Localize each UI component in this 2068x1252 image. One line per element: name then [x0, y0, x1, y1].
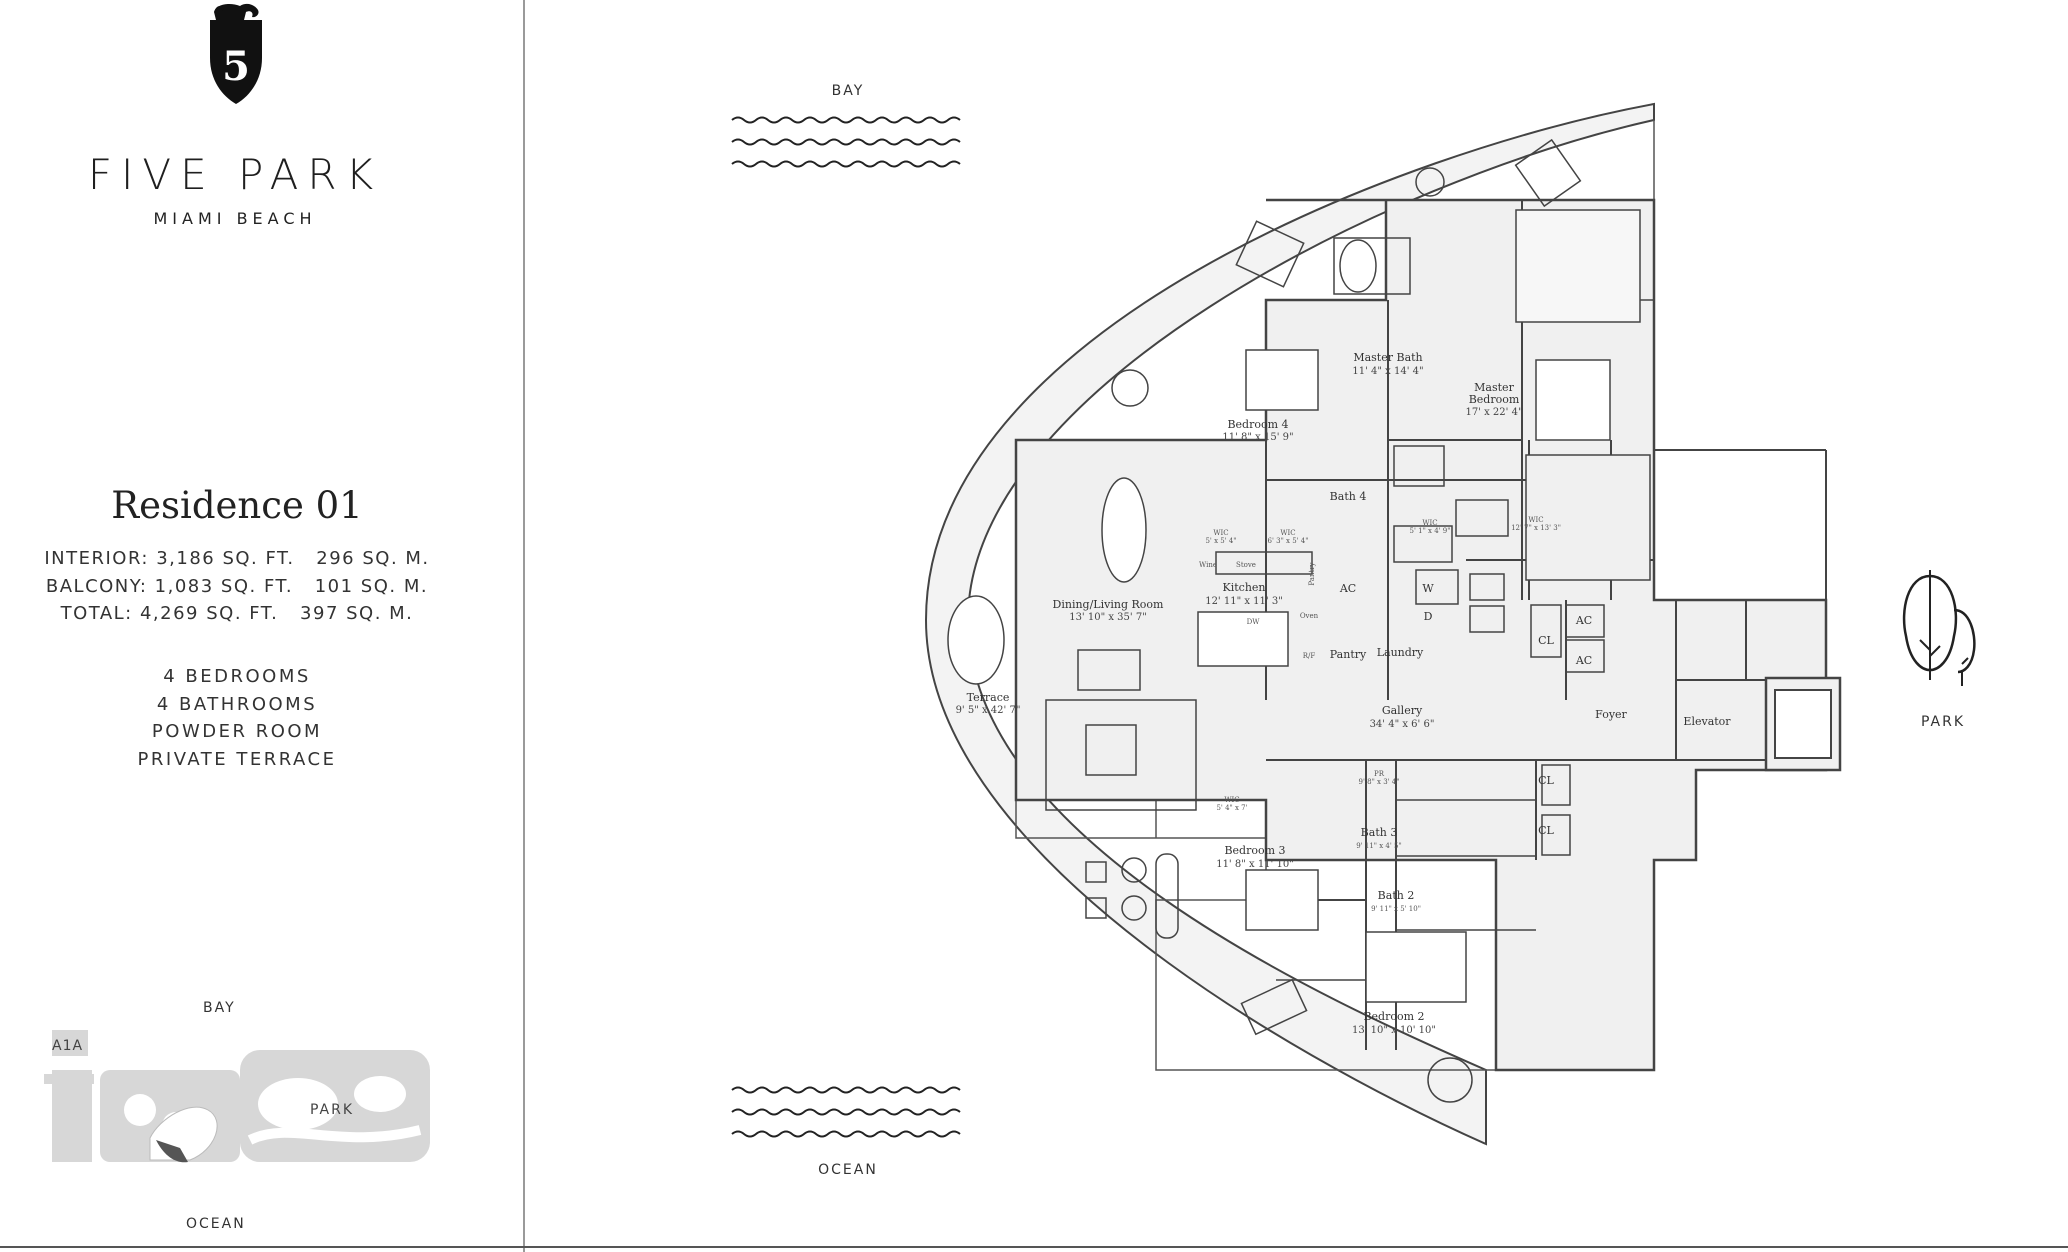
- park-label: PARK: [1921, 714, 1965, 730]
- bedroom2-dims: 13' 10" x 10' 10": [1352, 1025, 1436, 1036]
- feature-bathrooms: 4 BATHROOMS: [156, 693, 318, 715]
- bedroom3-label: Bedroom 3: [1224, 844, 1285, 857]
- stove-label: Stove: [1236, 561, 1256, 569]
- wic-b-dims: 6' 3" x 5' 4": [1268, 537, 1309, 545]
- wic-a-label: WIC: [1213, 529, 1228, 537]
- site-key-map: A1A PARK: [40, 1030, 440, 1170]
- master-bedroom-dims: 17' x 22' 4": [1465, 407, 1522, 418]
- pr-dims: 9' 8" x 3' 4": [1359, 778, 1400, 786]
- laundry-label: Laundry: [1377, 646, 1424, 659]
- oven-label: Oven: [1300, 612, 1319, 620]
- brand-name: FIVE PARK: [87, 150, 383, 199]
- w-label: W: [1422, 582, 1434, 595]
- wic-master-label: WIC: [1528, 516, 1543, 524]
- keymap-bay-label: BAY: [203, 1000, 236, 1016]
- bath3-label: Bath 3: [1361, 826, 1398, 839]
- wic-master-dims: 12' 7" x 13' 3": [1511, 524, 1561, 532]
- master-bath-label: Master Bath: [1353, 351, 1422, 364]
- wic-b3-dims: 5' 4" x 7': [1216, 804, 1247, 812]
- bedroom2-label: Bedroom 2: [1363, 1010, 1424, 1023]
- area-summary: INTERIOR: 3,186 SQ. FT. 296 SQ. M. BALCO…: [0, 545, 474, 628]
- bedroom4-label: Bedroom 4: [1227, 418, 1288, 431]
- wic-c-dims: 5' 1" x 4' 9": [1410, 527, 1451, 535]
- elephant-shield-icon: 5: [196, 0, 276, 110]
- wic-a-dims: 5' x 5' 4": [1205, 537, 1236, 545]
- cl-label-2: CL: [1538, 774, 1554, 787]
- residence-title: Residence 01: [111, 484, 363, 527]
- area-interior: INTERIOR: 3,186 SQ. FT. 296 SQ. M.: [44, 548, 430, 569]
- ocean-waves-icon: [731, 1086, 961, 1138]
- wic-b3-label: WIC: [1224, 796, 1239, 804]
- wic-b-label: WIC: [1280, 529, 1295, 537]
- floor-plan: [924, 102, 1842, 1146]
- feature-terrace: PRIVATE TERRACE: [137, 748, 337, 770]
- bay-label: BAY: [832, 83, 865, 99]
- cl-label-3: CL: [1538, 824, 1554, 837]
- pr-label: PR: [1374, 770, 1385, 778]
- ac-label-3: AC: [1575, 654, 1592, 667]
- bath4-label: Bath 4: [1330, 490, 1367, 503]
- keymap-road-label: A1A: [52, 1038, 83, 1054]
- area-total: TOTAL: 4,269 SQ. FT. 397 SQ. M.: [60, 603, 414, 624]
- gallery-label: Gallery: [1382, 704, 1423, 717]
- wic-c-label: WIC: [1422, 519, 1437, 527]
- tree-icon: [1902, 570, 1976, 686]
- wine-label: Wine: [1199, 561, 1217, 569]
- master-bedroom-label-1: Master: [1474, 381, 1514, 394]
- d-label: D: [1424, 610, 1433, 623]
- dw-label: DW: [1247, 618, 1261, 626]
- room-labels: Master Bath 11' 4" x 14' 4" Master Bedro…: [956, 351, 1732, 1036]
- elevator-label: Elevator: [1683, 715, 1731, 728]
- info-panel: 5 FIVE PARK MIAMI BEACH Residence 01 INT…: [0, 0, 524, 1252]
- dining-dims: 13' 10" x 35' 7": [1069, 612, 1147, 623]
- master-bath-dims: 11' 4" x 14' 4": [1352, 366, 1423, 377]
- kitchen-label: Kitchen: [1223, 581, 1266, 594]
- kitchen-dims: 12' 11" x 11' 3": [1205, 596, 1283, 607]
- ocean-label: OCEAN: [818, 1162, 878, 1178]
- feature-list: 4 BEDROOMS 4 BATHROOMS POWDER ROOM PRIVA…: [0, 663, 474, 773]
- dining-label: Dining/Living Room: [1053, 598, 1164, 611]
- bottom-rule: [0, 1246, 2068, 1248]
- pantry-label: Pantry: [1330, 648, 1367, 661]
- bath2-dims: 9' 11" x 5' 10": [1371, 905, 1421, 913]
- bath3-dims: 9' 11" x 4' 5": [1356, 842, 1401, 850]
- bedroom4-dims: 11' 8" x 15' 9": [1222, 432, 1293, 443]
- bedroom3-dims: 11' 8" x 11' 10": [1216, 859, 1294, 870]
- terrace-dims: 9' 5" x 42' 7": [956, 705, 1021, 716]
- panel-divider: [523, 0, 525, 1252]
- bath2-label: Bath 2: [1378, 889, 1415, 902]
- feature-powder-room: POWDER ROOM: [151, 721, 323, 742]
- foyer-label: Foyer: [1595, 708, 1627, 721]
- master-bedroom-label-2: Bedroom: [1469, 393, 1520, 406]
- floor-plan-panel: BAY OCEAN PARK: [526, 0, 2068, 1246]
- keymap-park-label: PARK: [310, 1102, 354, 1118]
- keymap-ocean-label: OCEAN: [186, 1216, 246, 1232]
- bay-waves-icon: [731, 116, 961, 168]
- pantry-small-label: Pantry: [1308, 562, 1316, 585]
- brand-location: MIAMI BEACH: [153, 209, 317, 228]
- cl-label-1: CL: [1538, 634, 1554, 647]
- ref-label: R/F: [1303, 652, 1316, 660]
- ac-label-2: AC: [1575, 614, 1592, 627]
- ac-label-1: AC: [1339, 582, 1356, 595]
- area-balcony: BALCONY: 1,083 SQ. FT. 101 SQ. M.: [45, 575, 429, 597]
- feature-bedrooms: 4 BEDROOMS: [163, 666, 311, 687]
- terrace-label: Terrace: [967, 691, 1010, 704]
- gallery-dims: 34' 4" x 6' 6": [1370, 719, 1435, 730]
- logo-letter: 5: [222, 43, 250, 90]
